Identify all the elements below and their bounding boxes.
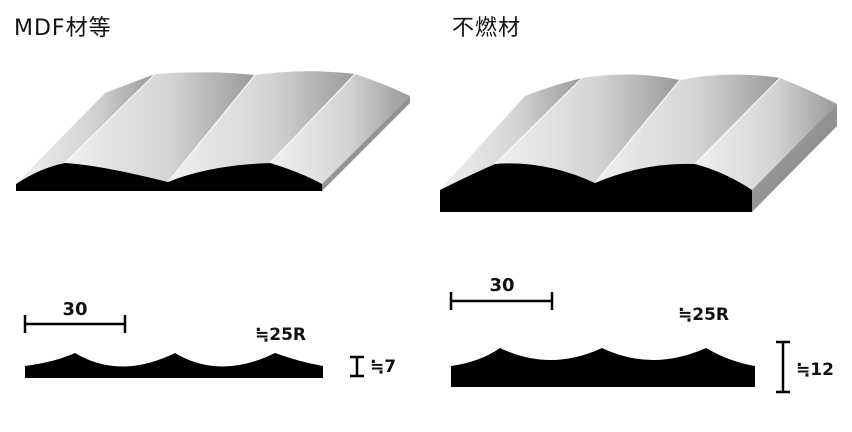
right-ridge-lines	[494, 77, 781, 184]
left-section: 30 ≒25R ≒7	[23, 299, 396, 378]
right-title: 不燃材	[452, 16, 522, 41]
right-panel-3d	[440, 74, 837, 212]
left-flute-2	[65, 72, 255, 182]
left-flute-4	[270, 74, 410, 184]
right-thickness-dimension	[776, 340, 790, 394]
right-thickness-label: ≒12	[796, 360, 834, 380]
left-ridge-lines	[64, 73, 356, 183]
left-flute-3	[168, 71, 355, 182]
left-flute-1	[16, 74, 155, 184]
right-width-dimension	[449, 292, 554, 310]
right-side-face	[752, 104, 837, 212]
right-radius-label: ≒25R	[678, 305, 729, 325]
right-front-profile	[440, 163, 752, 212]
left-radius-label: ≒25R	[255, 325, 306, 345]
right-width-label: 30	[489, 275, 514, 296]
left-panel-3d	[16, 71, 410, 191]
left-section-profile	[25, 353, 323, 378]
right-section-profile	[451, 348, 755, 387]
left-title: MDF材等	[14, 16, 112, 41]
left-thickness-dimension	[350, 355, 364, 378]
left-width-label: 30	[62, 299, 87, 320]
left-thickness-label: ≒7	[370, 357, 396, 377]
right-flute-1	[440, 78, 582, 190]
left-side-face	[322, 96, 410, 191]
right-flute-3	[595, 74, 780, 183]
right-section: 30 ≒25R ≒12	[449, 275, 834, 394]
left-front-profile	[16, 163, 322, 191]
right-flute-4	[695, 78, 837, 190]
left-width-dimension	[23, 315, 127, 333]
right-flute-2	[495, 74, 680, 183]
